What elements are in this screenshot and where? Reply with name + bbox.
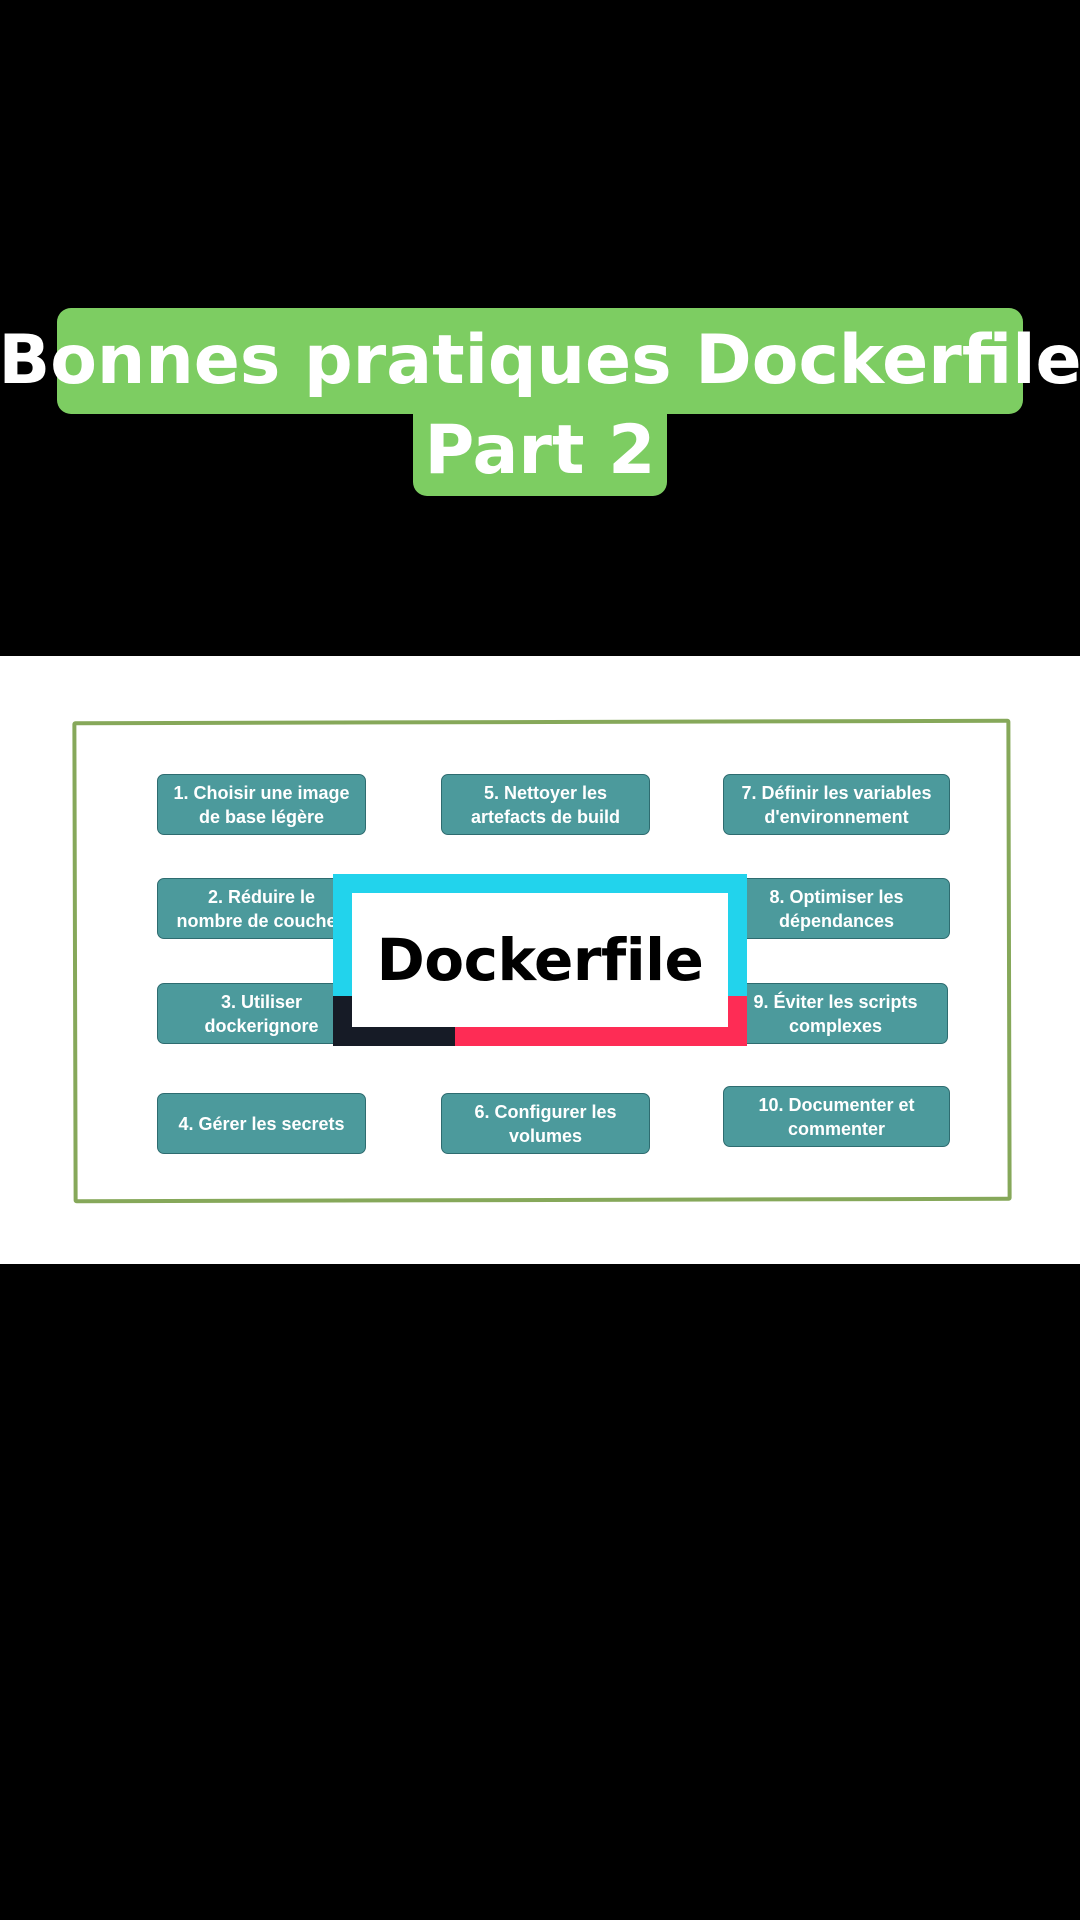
title-line-1: Bonnes pratiques Dockerfile [0, 308, 1080, 414]
slide: 1. Choisir une image de base légère 2. R… [0, 656, 1080, 1264]
card-9: 9. Éviter les scripts complexes [723, 983, 948, 1044]
card-1: 1. Choisir une image de base légère [157, 774, 366, 835]
card-5: 5. Nettoyer les artefacts de build [441, 774, 650, 835]
card-4: 4. Gérer les secrets [157, 1093, 366, 1154]
card-6: 6. Configurer les volumes [441, 1093, 650, 1154]
card-8: 8. Optimiser les dépendances [723, 878, 950, 939]
card-10: 10. Documenter et commenter [723, 1086, 950, 1147]
title-line-2: Part 2 [413, 406, 667, 496]
card-3: 3. Utiliser dockerignore [157, 983, 366, 1044]
badge-label: Dockerfile [352, 893, 728, 1027]
card-2: 2. Réduire le nombre de couches [157, 878, 366, 939]
dockerfile-badge: Dockerfile [333, 874, 747, 1046]
card-7: 7. Définir les variables d'environnement [723, 774, 950, 835]
